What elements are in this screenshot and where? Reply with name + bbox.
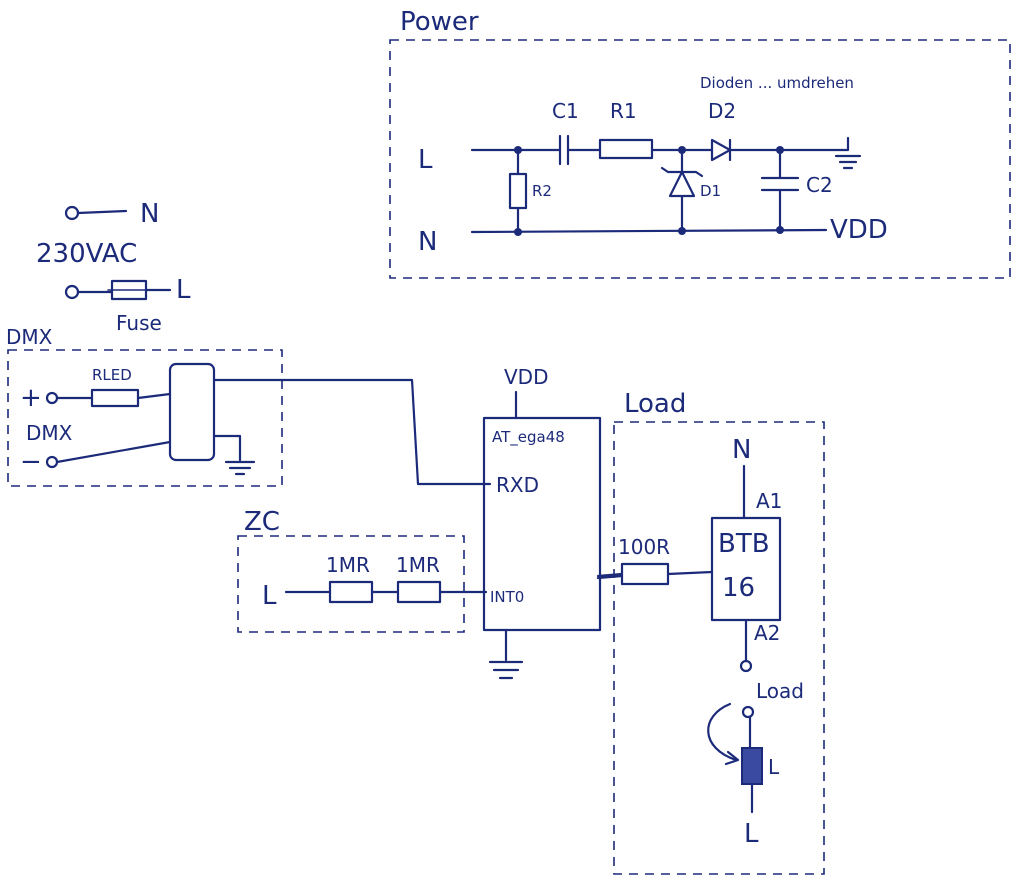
dmx-section: DMX + RLED DMX −: [6, 325, 492, 487]
mains-l-label: L: [176, 275, 191, 305]
power-section: Power Dioden ... umdrehen L C1 R1 D2 R2 …: [389, 7, 1011, 279]
d2-label: D2: [708, 99, 736, 123]
gate-resistor-label: 100R: [618, 535, 670, 559]
power-node: [514, 228, 522, 236]
load-wire: [748, 715, 754, 814]
load-label: Load: [756, 679, 804, 703]
load-coil-label: L: [768, 755, 780, 779]
mains-voltage: 230VAC: [36, 239, 137, 269]
dmx-minus-wire: [55, 440, 172, 464]
dmx-label: DMX: [26, 421, 73, 445]
load-frame: [613, 421, 825, 875]
power-wire: [728, 136, 850, 152]
mains-l-terminal: [64, 284, 80, 300]
dmx-title: DMX: [6, 325, 53, 349]
zc-frame: [237, 535, 465, 633]
d1-zener: [660, 148, 704, 232]
zc-resistor-b-label: 1MR: [396, 553, 440, 577]
mains-n-label: N: [140, 199, 159, 229]
dmx-frame: [7, 349, 283, 487]
mains-n-terminal: [64, 205, 80, 221]
triac-name-line1: BTB: [718, 529, 770, 559]
triac-a1-label: A1: [756, 489, 782, 513]
mains-section: N 230VAC L Fuse: [36, 199, 191, 335]
mains-n-wire: [76, 209, 128, 215]
zc-l-label: L: [262, 581, 277, 611]
d2-diode: [710, 138, 732, 162]
power-n-wire: [470, 228, 828, 234]
mcu-vdd-label: VDD: [504, 365, 548, 389]
load-n-label: N: [732, 435, 751, 465]
power-frame: [389, 39, 1011, 279]
triac-name-line2: 16: [722, 573, 755, 603]
gate-resistor: [620, 562, 670, 586]
load-l-label: L: [744, 819, 759, 849]
dmx-ground-wire: [212, 434, 242, 462]
mcu-rxd-pin: RXD: [496, 473, 539, 497]
dmx-rxd-wire: [212, 378, 492, 486]
optocoupler: [168, 362, 216, 462]
mcu-chip: [482, 416, 602, 632]
load-swap-arrowhead: [724, 750, 740, 766]
rled-resistor: [90, 388, 140, 408]
dmx-plus: +: [20, 383, 42, 413]
dmx-ground-symbol: [224, 460, 256, 476]
load-title: Load: [624, 389, 686, 419]
gate-wire: [596, 570, 714, 580]
fuse-label: Fuse: [116, 311, 162, 335]
load-terminal-top: [739, 659, 753, 673]
triac-a2-label: A2: [754, 621, 780, 645]
load-terminal-bottom: [741, 705, 755, 719]
power-node: [776, 226, 784, 234]
dmx-plus-wire: [55, 392, 172, 400]
zc-section: ZC L 1MR 1MR: [237, 507, 488, 633]
load-swap-arrow: [707, 702, 738, 762]
power-n-label: N: [418, 227, 437, 257]
mcu-chip-name: AT_ega48: [492, 428, 565, 447]
power-vdd-label: VDD: [830, 215, 888, 245]
load-section: Load 100R N A1 BTB 16 A2 Load L L: [596, 389, 825, 875]
mcu-section: VDD AT_ega48 RXD INT0: [482, 365, 624, 680]
c2-capacitor: [760, 148, 800, 232]
power-title: Power: [400, 7, 479, 37]
zc-resistor-b: [396, 580, 442, 604]
dmx-plus-terminal: [45, 391, 59, 405]
r1-label: R1: [610, 99, 637, 123]
power-ground-symbol: [834, 154, 862, 170]
r2-label: R2: [532, 182, 552, 200]
c2-label: C2: [806, 173, 833, 197]
load-coil: [741, 747, 763, 785]
dmx-minus-terminal: [45, 455, 59, 469]
r2-resistor: [508, 172, 528, 210]
mcu-int0-pin: INT0: [490, 588, 524, 606]
r1-resistor: [598, 138, 654, 160]
dmx-minus: −: [20, 447, 42, 477]
c1-capacitor: [558, 134, 602, 166]
c1-label: C1: [552, 99, 579, 123]
zc-title: ZC: [244, 507, 280, 537]
power-l-label: L: [418, 145, 433, 175]
zc-resistor-a-label: 1MR: [326, 553, 370, 577]
zc-resistor-a: [328, 580, 374, 604]
d1-label: D1: [700, 182, 721, 200]
mcu-ground-symbol: [488, 660, 524, 680]
power-node: [678, 227, 686, 235]
mcu-gate-wire: [596, 572, 624, 578]
power-note: Dioden ... umdrehen: [700, 74, 854, 92]
rled-label: RLED: [92, 366, 132, 384]
